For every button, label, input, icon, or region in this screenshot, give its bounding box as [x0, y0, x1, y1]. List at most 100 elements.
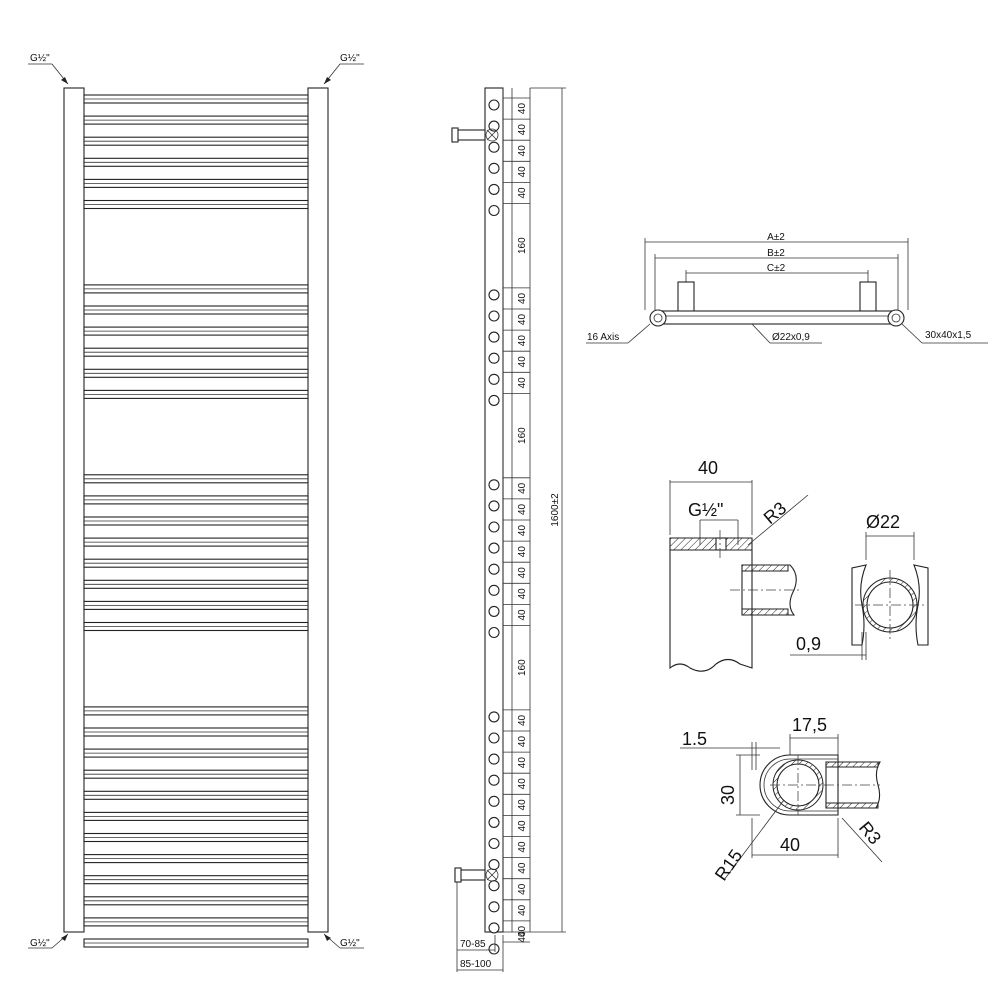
depth-inner-label: 70-85: [460, 939, 486, 950]
dimension-label: 40: [517, 588, 528, 600]
dimension-label: 40: [517, 292, 528, 304]
connection-thread-label: G½": [688, 500, 723, 520]
side-dimension-chain: 40 40 40 40 40 160 40 40 40 40 40 160 40 40 40 40 40 40 40…: [503, 97, 530, 943]
top-view-bar: [661, 310, 893, 325]
dimension-label: 40: [517, 609, 528, 621]
right-collector: [307, 87, 329, 933]
front-bars: [83, 94, 309, 948]
bar-section-circle: [488, 795, 500, 807]
dimension-label: 40: [517, 736, 528, 748]
dimension-label: 40: [517, 335, 528, 347]
tube-diameter-label: Ø22: [866, 512, 900, 532]
bar-section-circle: [488, 542, 500, 554]
dimension-label: 40: [517, 904, 528, 916]
front-view: G½" G½" G½" G½": [28, 53, 364, 949]
dimension-label: 40: [517, 377, 528, 389]
dimension-label: 40: [517, 883, 528, 895]
thread-callout-top-left: G½": [28, 53, 69, 85]
dimension-label: 40: [517, 103, 528, 115]
top-bracket: [451, 127, 499, 143]
dimension-label: 40: [517, 546, 528, 558]
thread-label-top-right: G½": [340, 53, 360, 64]
bar-section-circle: [488, 859, 500, 871]
bar-section-circle: [488, 922, 500, 934]
bar-section-circle: [488, 605, 500, 617]
profile-outer-radius-label: R3: [855, 818, 885, 848]
bar-section-circle: [488, 880, 500, 892]
tube-wall-label: 0,9: [796, 634, 821, 654]
bar-section-circle: [488, 120, 500, 132]
dimension-label: 40: [517, 714, 528, 726]
dimension-label: 40: [517, 525, 528, 537]
dimension-label: 40: [517, 567, 528, 579]
profile-width-label: 40: [780, 835, 800, 855]
bar-section-circle: [488, 837, 500, 850]
bar-section-circle: [488, 310, 500, 322]
dimension-label: 40: [517, 124, 528, 136]
thread-callout-top-right: G½": [323, 53, 364, 85]
dimension-label: 160: [517, 237, 528, 254]
profile-inner-radius-label: R15: [711, 846, 746, 885]
thread-label-bottom-right: G½": [340, 938, 360, 949]
bar-section-circle: [488, 141, 500, 153]
dimension-label: 40: [517, 187, 528, 199]
top-view: A±2 B±2 C±2 16 Axis Ø22x0,9 30x40x1,5: [586, 232, 988, 344]
top-view-bracket-left: [677, 281, 695, 313]
bar-section-circle: [488, 732, 500, 744]
profile-height-label: 30: [718, 785, 738, 805]
bottom-bracket: [454, 867, 499, 883]
bar-section-circle: [488, 162, 500, 174]
thread-callout-bottom-left: G½": [28, 933, 69, 949]
bar-section-circle: [488, 816, 500, 828]
bar-section-circle: [488, 500, 500, 512]
thread-label-top-left: G½": [30, 53, 50, 64]
bar-section-circle: [488, 901, 500, 913]
thread-callout-bottom-right: G½": [323, 933, 364, 949]
dim-a-label: A±2: [767, 232, 785, 243]
bar-section-circle: [488, 563, 500, 575]
profile-offset-label: 17,5: [792, 715, 827, 735]
dim-c-label: C±2: [767, 263, 786, 274]
axis-label: 16 Axis: [587, 332, 619, 343]
dimension-label: 40: [517, 145, 528, 157]
dimension-label: 40: [517, 862, 528, 874]
dimension-label: 160: [517, 427, 528, 444]
dim-b-label: B±2: [767, 248, 785, 259]
bar-section-circle: [488, 753, 500, 765]
bar-section-circle: [488, 521, 500, 533]
dimension-label: 160: [517, 659, 528, 676]
bar-section-circle: [488, 584, 500, 596]
side-bar-circles: [488, 99, 500, 955]
connection-width-label: 40: [698, 458, 718, 478]
top-view-bracket-right: [859, 281, 877, 313]
tube-label: Ø22x0,9: [772, 332, 810, 343]
bar-section-circle: [488, 183, 500, 195]
profile-wall-label: 1.5: [682, 729, 707, 749]
dimension-label: 40: [517, 820, 528, 832]
dimension-label: 40: [517, 503, 528, 515]
connection-radius-label: R3: [760, 498, 790, 528]
dimension-label: 40: [517, 931, 528, 943]
bar-section-circle: [488, 394, 500, 406]
dimension-label: 40: [517, 482, 528, 494]
bar-section-circle: [488, 626, 500, 639]
bar-section-circle: [488, 289, 500, 301]
bar-section-circle: [488, 331, 500, 343]
left-collector: [63, 87, 85, 933]
profile-label: 30x40x1,5: [925, 330, 972, 341]
profile-detail: 1.5 17,5 30 40 R15 R3: [680, 715, 885, 884]
connection-detail: 40 G½" R3 Ø22 0,9: [669, 458, 929, 672]
total-height-label: 1600±2: [550, 493, 561, 527]
bar-section-circle: [488, 373, 500, 385]
bar-section-circle: [488, 774, 500, 786]
dimension-label: 40: [517, 778, 528, 790]
bar-section-circle: [488, 204, 500, 217]
thread-label-bottom-left: G½": [30, 938, 50, 949]
bar-section-circle: [488, 352, 500, 364]
dimension-label: 40: [517, 356, 528, 368]
side-view: 40 40 40 40 40 160 40 40 40 40 40 160 40 40 40 40 40 40 40…: [451, 87, 566, 972]
bar-section-circle: [488, 711, 500, 723]
depth-outer-label: 85-100: [460, 959, 492, 970]
dimension-label: 40: [517, 314, 528, 326]
